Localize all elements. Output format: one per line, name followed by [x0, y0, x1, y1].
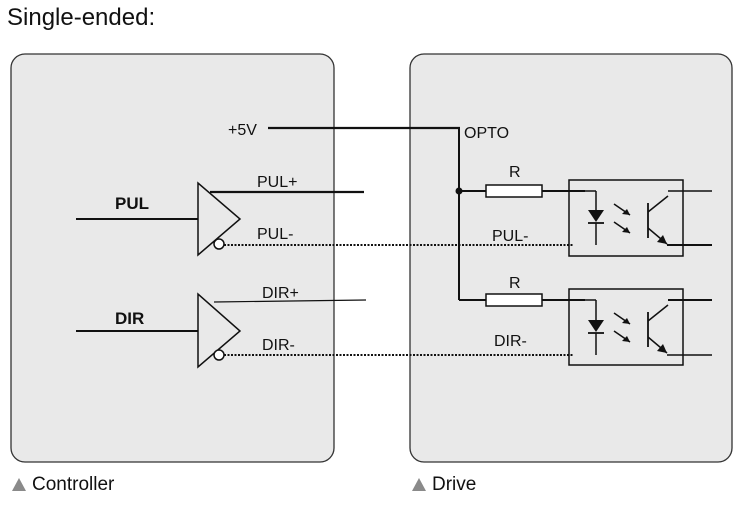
- resistor-2-label: R: [509, 275, 521, 292]
- dir-buffer: [197, 292, 242, 369]
- opto-1-emitter-arrow: [657, 235, 667, 244]
- opto-label: OPTO: [464, 125, 509, 142]
- warning-triangle-icon: [12, 478, 26, 491]
- controller-caption: Controller: [12, 474, 114, 496]
- dir-minus-drive-label: DIR-: [494, 333, 527, 350]
- pul-minus-ctrl-label: PUL-: [257, 226, 293, 243]
- dir-inverter-bubble: [213, 349, 225, 361]
- dir-plus-label: DIR+: [262, 285, 299, 302]
- drive-box: [409, 53, 733, 463]
- diagram-title: Single-ended:: [7, 4, 156, 31]
- pul-minus-drive-label: PUL-: [492, 228, 528, 245]
- opto-2-arrowhead-b: [622, 336, 630, 342]
- opto-1-arrowhead-b: [622, 227, 630, 233]
- optocoupler-2: [568, 288, 684, 366]
- dir-label: DIR: [115, 309, 144, 328]
- dir-minus-ctrl-label: DIR-: [262, 337, 295, 354]
- resistor-2: [485, 293, 543, 307]
- opto-2-led: [588, 320, 604, 332]
- dir-plus-wire: [213, 299, 367, 303]
- pul-label: PUL: [115, 194, 149, 213]
- pul-inverter-bubble: [213, 238, 225, 250]
- opto-1-arrowhead-a: [622, 209, 630, 215]
- opto-2-collector: [647, 304, 669, 322]
- controller-caption-text: Controller: [32, 474, 115, 495]
- controller-box: [10, 53, 335, 463]
- optocoupler-1: [568, 179, 684, 257]
- opto-2-arrowhead-a: [622, 318, 630, 324]
- opto-2-emitter-arrow: [657, 344, 667, 353]
- power-label: +5V: [228, 122, 257, 139]
- warning-triangle-icon: [412, 478, 426, 491]
- pul-buffer: [197, 181, 242, 257]
- resistor-1-label: R: [509, 164, 521, 181]
- drive-caption-text: Drive: [432, 474, 477, 495]
- pul-plus-label: PUL+: [257, 174, 297, 191]
- opto-1-collector: [647, 195, 669, 213]
- opto-1-led: [588, 210, 604, 222]
- drive-caption: Drive: [412, 474, 476, 496]
- resistor-1: [485, 184, 543, 198]
